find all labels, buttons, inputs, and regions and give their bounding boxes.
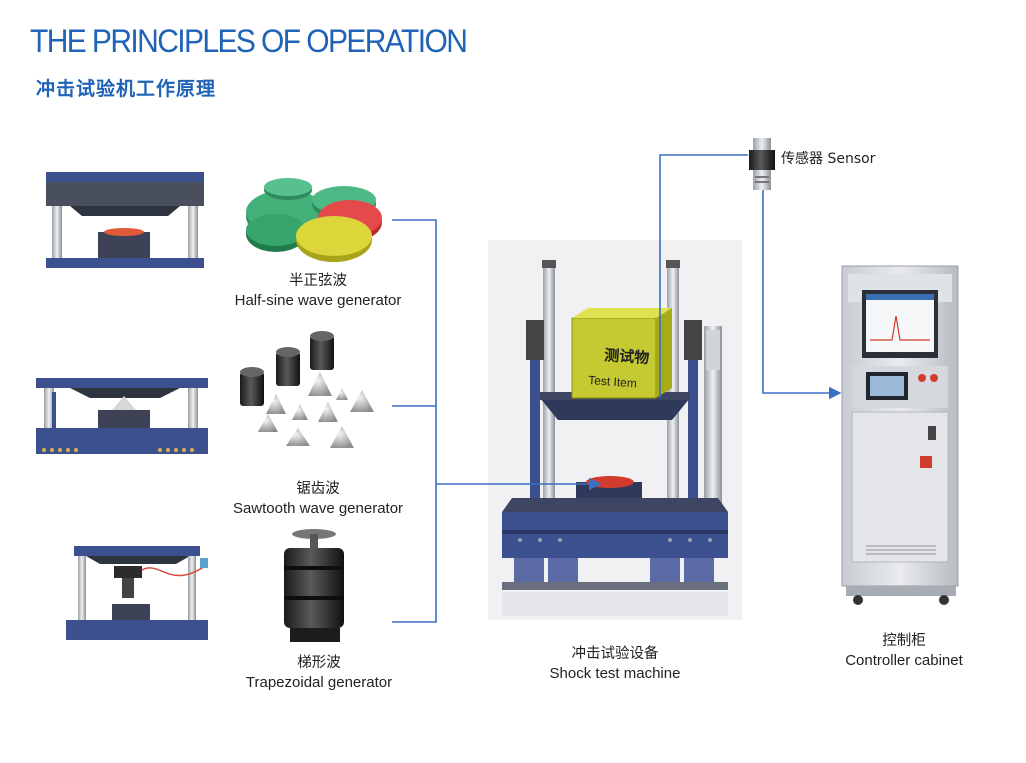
test-item-label-cn: 测试物 — [604, 346, 650, 367]
half-sine-label-cn: 半正弦波 — [289, 273, 347, 289]
half-sine-pulse-pads — [246, 178, 382, 262]
trapezoidal-pulse-generator — [284, 529, 344, 642]
controller-caption: 控制柜 Controller cabinet — [832, 632, 976, 670]
controller-label-en: Controller cabinet — [845, 652, 963, 669]
machine-label-cn: 冲击试验设备 — [571, 646, 659, 662]
shock-test-machine-image — [488, 240, 742, 620]
controller-cabinet-image — [841, 265, 959, 605]
trapezoidal-machine-thumbnail — [66, 546, 208, 640]
sawtooth-label-cn: 锯齿波 — [296, 481, 340, 497]
half-sine-machine-thumbnail — [46, 172, 204, 268]
machine-to-sensor-line — [659, 154, 748, 398]
controller-label-cn: 控制柜 — [882, 633, 926, 649]
sawtooth-label-en: Sawtooth wave generator — [232, 500, 404, 517]
sawtooth-machine-thumbnail — [36, 378, 208, 454]
trapezoidal-label-cn: 梯形波 — [297, 655, 341, 671]
page-title: THE PRINCIPLES OF OPERATION — [30, 24, 468, 60]
machine-label-en: Shock test machine — [549, 665, 681, 682]
generator-bracket-line — [392, 219, 437, 623]
page-subtitle: 冲击试验机工作原理 — [36, 78, 217, 100]
trapezoidal-caption: 梯形波 Trapezoidal generator — [236, 654, 402, 692]
sensor-image — [749, 138, 775, 190]
half-sine-label-en: Half-sine wave generator — [234, 292, 402, 309]
sawtooth-pulse-cones — [240, 331, 374, 448]
connector-lines — [392, 154, 842, 623]
machine-caption: 冲击试验设备 Shock test machine — [540, 645, 690, 683]
trapezoidal-label-en: Trapezoidal generator — [245, 674, 393, 691]
sawtooth-caption: 锯齿波 Sawtooth wave generator — [226, 480, 410, 518]
sensor-label: 传感器 Sensor — [781, 150, 876, 167]
half-sine-caption: 半正弦波 Half-sine wave generator — [228, 272, 408, 310]
sensor-to-cabinet-arrow — [762, 190, 842, 400]
test-item-label-en: Test Item — [588, 373, 638, 390]
